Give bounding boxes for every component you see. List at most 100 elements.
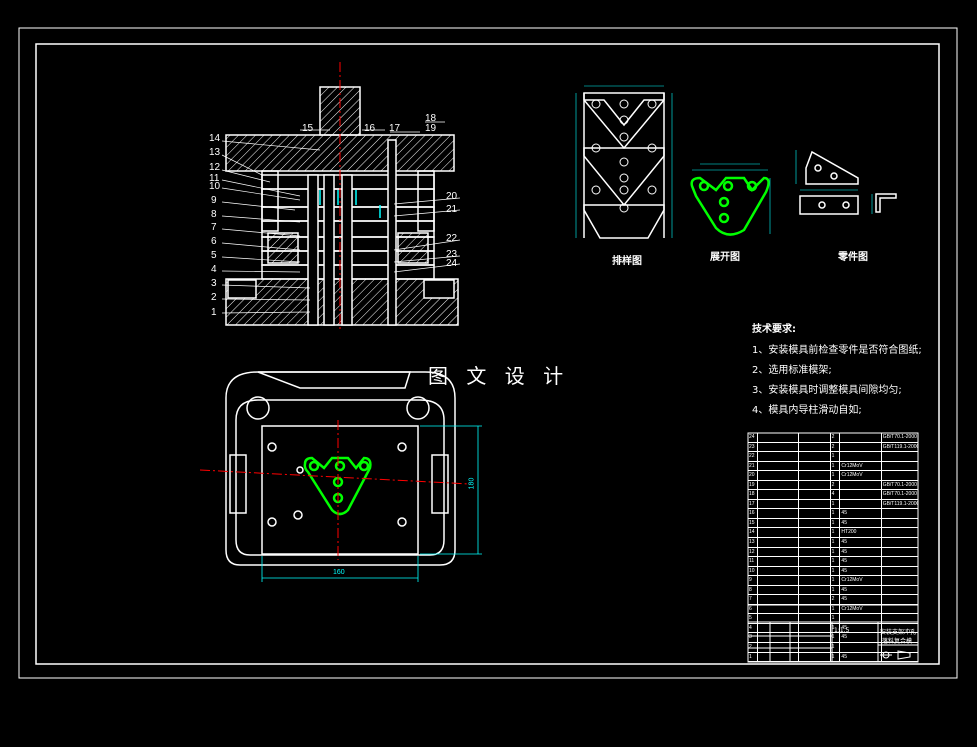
notes-title: 技术要求: xyxy=(752,324,796,335)
bom-cell xyxy=(758,585,800,595)
bom-cell: GB/T70.1-2000 xyxy=(882,481,917,488)
part-number: 4 xyxy=(211,264,217,275)
part-number: 13 xyxy=(209,147,221,158)
bom-cell xyxy=(758,643,800,652)
bom-cell xyxy=(758,509,800,518)
bom-cell: 17 xyxy=(748,499,758,509)
bom-cell: 11 xyxy=(748,557,758,566)
bom-cell: 9 xyxy=(748,576,758,585)
part-number: 3 xyxy=(211,278,217,289)
note-item: 1、安装模具前检查零件是否符合图纸; xyxy=(752,345,922,356)
bom-cell: 45 xyxy=(840,623,882,633)
plate-height-dimension: 180 xyxy=(468,477,476,490)
strip-layout-holes xyxy=(591,99,657,213)
bom-cell: 45 xyxy=(840,547,882,557)
strip-layout-dimensions xyxy=(575,85,673,238)
bom-cell: 45 xyxy=(840,509,882,518)
bom-cell: 1 xyxy=(831,614,841,623)
bom-cell: 6 xyxy=(748,604,758,614)
bom-cell xyxy=(799,480,831,490)
bom-cell: 7 xyxy=(748,595,758,604)
part-dimensions xyxy=(795,150,873,214)
bom-cell xyxy=(758,614,800,623)
bom-cell: 45 xyxy=(840,538,882,547)
note-item: 3、安装模具时调整模具间隙均匀; xyxy=(752,385,902,396)
bom-cell: 16 xyxy=(748,509,758,518)
bom-cell xyxy=(840,442,882,452)
part-drawing-label: 零件图 xyxy=(838,252,868,263)
leader-lines-right xyxy=(300,121,461,273)
part-number: 18 xyxy=(425,113,437,124)
part-number: 22 xyxy=(446,233,458,244)
part-number: 6 xyxy=(211,236,217,247)
bom-cell: 1 xyxy=(831,528,841,538)
bom-cell: 12 xyxy=(748,547,758,557)
note-item: 4、模具内导柱滑动自如; xyxy=(752,405,862,416)
bom-cell: 3 xyxy=(748,633,758,643)
bom-cell xyxy=(799,623,831,633)
bom-cell xyxy=(799,633,831,643)
part-number: 14 xyxy=(209,133,221,144)
bom-cell xyxy=(840,490,882,499)
inner-border xyxy=(35,43,940,665)
bom-cell xyxy=(758,490,800,499)
bom-cell xyxy=(799,490,831,499)
watermark-text: 图 文 设 计 xyxy=(428,364,570,388)
bom-cell: 1 xyxy=(831,452,841,461)
part-number: 12 xyxy=(209,162,221,173)
bom-cell: 1 xyxy=(748,652,758,662)
bom-cell xyxy=(758,461,800,471)
title-block: 1:1.5 安装支架冲孔 落料复合模 xyxy=(748,605,918,662)
bom-cell xyxy=(882,576,918,585)
bom-cell xyxy=(799,509,831,518)
bom-cell: 13 xyxy=(748,538,758,547)
unfolded-dimensions xyxy=(692,163,771,234)
bom-cell xyxy=(799,614,831,623)
bom-cell xyxy=(758,538,800,547)
part-number: 17 xyxy=(389,123,401,134)
bom-cell: 45 xyxy=(840,595,882,604)
bom-cell: Cr12MoV xyxy=(840,604,882,614)
bom-cell: 20 xyxy=(748,471,758,480)
part-number: 19 xyxy=(425,123,437,134)
bom-cell xyxy=(758,528,800,538)
bom-cell xyxy=(758,595,800,604)
bom-cell: 1 xyxy=(831,643,841,652)
bom-cell xyxy=(882,528,918,537)
bom-cell xyxy=(799,452,831,461)
bom-cell: 4 xyxy=(748,623,758,633)
bom-cell xyxy=(840,433,882,442)
bom-cell xyxy=(882,557,918,566)
part-number: 2 xyxy=(211,292,217,303)
bom-cell xyxy=(799,461,831,471)
bom-cell xyxy=(799,566,831,576)
bom-cell xyxy=(840,499,882,509)
bom-cell: 21 xyxy=(748,461,758,471)
bom-cell xyxy=(799,518,831,528)
scale-value: 1:1.5 xyxy=(834,627,850,634)
part-number: 1 xyxy=(211,307,217,318)
bom-cell xyxy=(758,557,800,566)
bom-cell: GB/T70.1-2000 xyxy=(882,491,917,498)
unfolded-view xyxy=(690,176,770,236)
bom-cell: Cr12MoV xyxy=(840,471,882,480)
bom-cell: 10 xyxy=(748,566,758,576)
bom-cell xyxy=(758,547,800,557)
part-number: 11 xyxy=(209,173,220,184)
bom-cell: 4 xyxy=(831,490,841,499)
bom-cell: 1 xyxy=(831,585,841,595)
bom-cell: 1 xyxy=(831,518,841,528)
bom-cell: 5 xyxy=(748,614,758,623)
bom-cell xyxy=(799,652,831,662)
